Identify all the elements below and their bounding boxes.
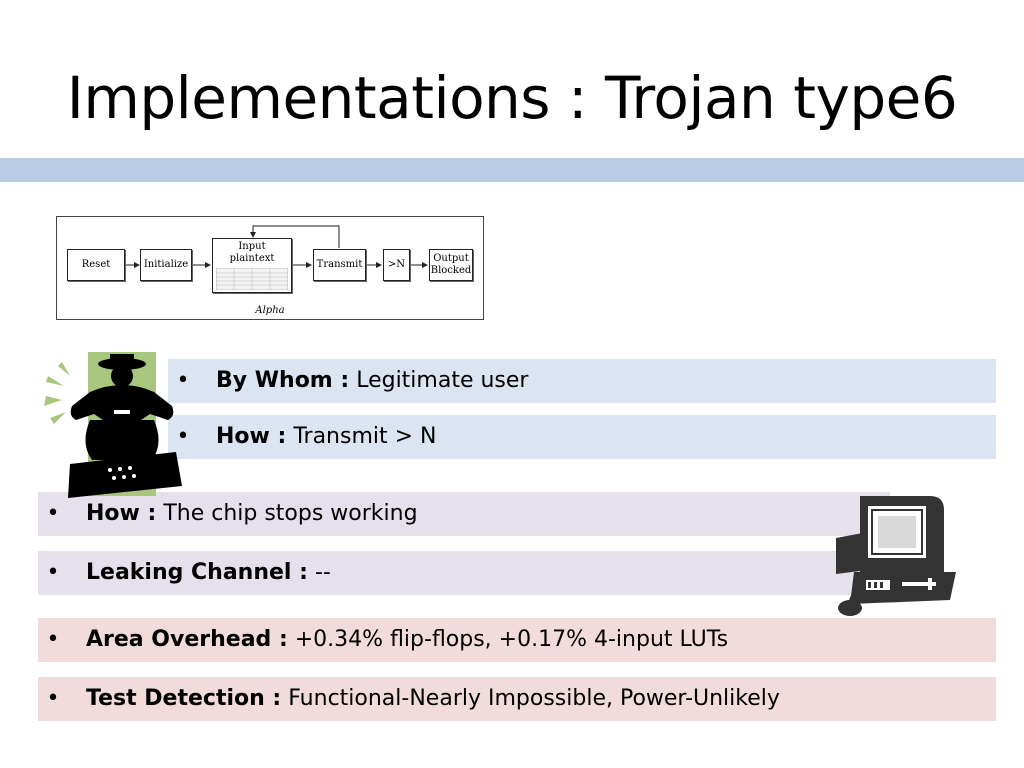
box-greater-than-n: >N xyxy=(383,249,410,281)
desktop-computer-icon xyxy=(836,496,956,616)
title-accent-bar xyxy=(0,158,1024,182)
box-output-label-1: Output xyxy=(433,253,469,264)
bullet-text: -- xyxy=(314,560,331,585)
box-gtn-label: >N xyxy=(387,259,406,270)
box-reset: Reset xyxy=(67,249,125,281)
box-input-plaintext: Input plaintext xyxy=(212,238,292,293)
bullet-label: Area Overhead : xyxy=(86,627,288,652)
bullet-by-whom: • By Whom : Legitimate user xyxy=(168,359,996,403)
bullet-label: How : xyxy=(216,424,287,449)
bullet-dot: • xyxy=(46,560,60,585)
bullet-area-overhead: • Area Overhead : +0.34% flip-flops, +0.1… xyxy=(38,618,996,662)
box-transmit: Transmit xyxy=(313,249,366,281)
bullet-text: Functional-Nearly Impossible, Power-Unli… xyxy=(288,686,780,711)
bullet-text: Transmit > N xyxy=(293,424,437,449)
bullet-dot: • xyxy=(46,501,60,526)
bullet-label: Leaking Channel : xyxy=(86,560,308,585)
bullet-how-chip: • How : The chip stops working xyxy=(38,492,890,536)
bullet-label: How : xyxy=(86,501,157,526)
bullet-label: By Whom : xyxy=(216,368,350,393)
box-output-label-2: Blocked xyxy=(430,265,472,276)
bullet-dot: • xyxy=(46,627,60,652)
bullet-text: +0.34% flip-flops, +0.17% 4-input LUTs xyxy=(294,627,729,652)
saboteur-plunger-icon xyxy=(44,352,182,498)
bullet-text: The chip stops working xyxy=(163,501,418,526)
bullet-how-transmit: • How : Transmit > N xyxy=(168,415,996,459)
bullet-leaking-channel: • Leaking Channel : -- xyxy=(38,551,890,595)
slide-title: Implementations : Trojan type6 xyxy=(66,64,958,132)
box-reset-label: Reset xyxy=(81,259,111,270)
bullet-dot: • xyxy=(46,686,60,711)
bullet-test-detection: • Test Detection : Functional-Nearly Impo… xyxy=(38,677,996,721)
box-input-label-2: plaintext xyxy=(229,253,275,264)
box-input-label-1: Input xyxy=(238,241,266,252)
diagram-arrows xyxy=(126,225,428,268)
flow-diagram: Reset Initialize Input plaintext Transmi… xyxy=(56,216,484,320)
bullet-text: Legitimate user xyxy=(356,368,529,393)
bullet-dot: • xyxy=(176,424,190,449)
box-initialize: Initialize xyxy=(140,249,192,281)
bullet-label: Test Detection : xyxy=(86,686,282,711)
box-output-blocked: Output Blocked xyxy=(429,249,473,281)
arrow-loop-back xyxy=(250,225,340,248)
bullet-dot: • xyxy=(176,368,190,393)
diagram-caption: Alpha xyxy=(255,305,285,316)
box-initialize-label: Initialize xyxy=(143,259,189,270)
box-transmit-label: Transmit xyxy=(316,259,363,270)
input-data-table xyxy=(216,268,288,290)
